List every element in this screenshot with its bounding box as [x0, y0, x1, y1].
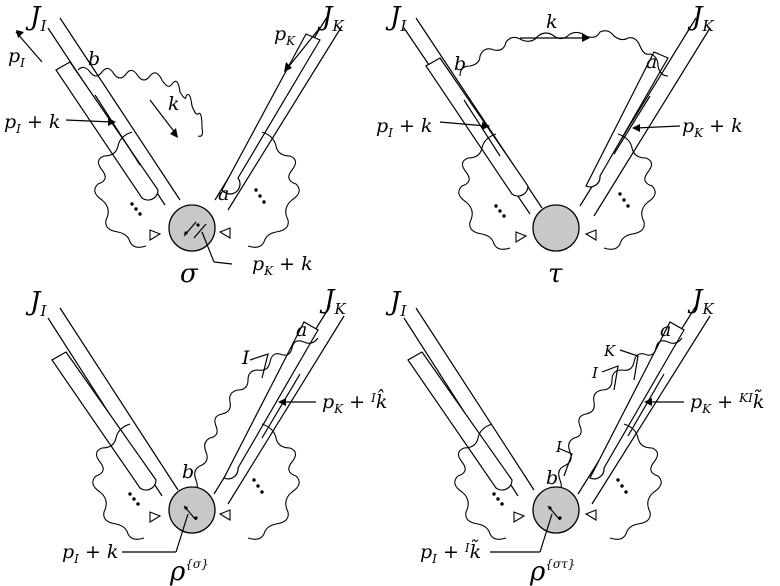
label-pKk: pK + k	[252, 253, 313, 278]
label-pIk-rs: pI + k	[62, 541, 118, 566]
jet-label-right-rst: JK	[687, 285, 714, 318]
jet-label-left-rst: JI	[385, 287, 407, 320]
left-jet-tube	[55, 61, 159, 201]
label-pKk-tau: pK + k	[682, 115, 743, 140]
gluon-sigma	[77, 66, 204, 137]
label-I-rs: I	[241, 347, 250, 369]
gluon-rho-sigma-tau	[555, 337, 683, 495]
label-a-rst: a	[660, 319, 671, 341]
label-b-rst: b	[546, 467, 558, 489]
label-I2-rst: I	[555, 438, 563, 456]
label-pIk-tau: pI + k	[376, 115, 432, 140]
right-jet-tube	[221, 33, 321, 195]
jet-label-right-rs: JK	[319, 285, 346, 318]
jet-label-left-rs: JI	[25, 287, 47, 320]
label-pKtilde: pK + KIk̃	[690, 390, 764, 416]
panel-rho-sigma: JI JK a I pK + Ik̂ b pI + k ρ{σ}	[25, 285, 387, 586]
label-b-rs: b	[182, 461, 194, 483]
jet-label-right: JK	[317, 2, 344, 35]
label-k-tau: k	[546, 11, 558, 33]
label-pItilde: pI + Ik̃	[420, 540, 481, 566]
panel-tau: JI JK k b a pI + k pK + k τ	[376, 2, 743, 289]
hard-blob-sigma	[168, 204, 216, 252]
label-pKhat: pK + Ik̂	[322, 388, 387, 416]
gluon-tau	[459, 30, 669, 77]
label-pI: pI	[8, 45, 25, 70]
label-b: b	[88, 48, 100, 70]
jet-label-right-tau: JK	[687, 2, 714, 35]
label-I1-rst: I	[591, 364, 599, 382]
gluon-rho-sigma	[191, 337, 319, 495]
caption-sigma: σ	[180, 259, 199, 289]
label-a-rs: a	[296, 319, 307, 341]
label-k: k	[168, 93, 180, 115]
label-K-rst: K	[603, 342, 616, 360]
hard-blob-rho-sigma	[168, 486, 216, 534]
label-pK: pK	[274, 23, 296, 48]
hard-blob-tau	[532, 204, 580, 252]
hard-blob-rho-sigma-tau	[532, 486, 580, 534]
label-pIk: pI + k	[4, 111, 60, 136]
jet-label-left: JI	[25, 2, 47, 35]
jet-label-left-tau: JI	[385, 2, 407, 35]
caption-rho-sigma-tau: ρ{στ}	[529, 557, 575, 586]
panel-rho-sigma-tau: JI JK a K I pK + KIk̃ I b pI + Ik̃ ρ{στ}	[385, 285, 764, 586]
label-b-tau: b	[454, 53, 466, 75]
panel-sigma: JI JK pI pK b k pI + k a pK + k σ	[4, 2, 344, 289]
label-a-tau: a	[646, 51, 657, 73]
label-a: a	[218, 183, 229, 205]
caption-tau: τ	[548, 259, 563, 289]
caption-rho-sigma: ρ{σ}	[169, 557, 209, 586]
